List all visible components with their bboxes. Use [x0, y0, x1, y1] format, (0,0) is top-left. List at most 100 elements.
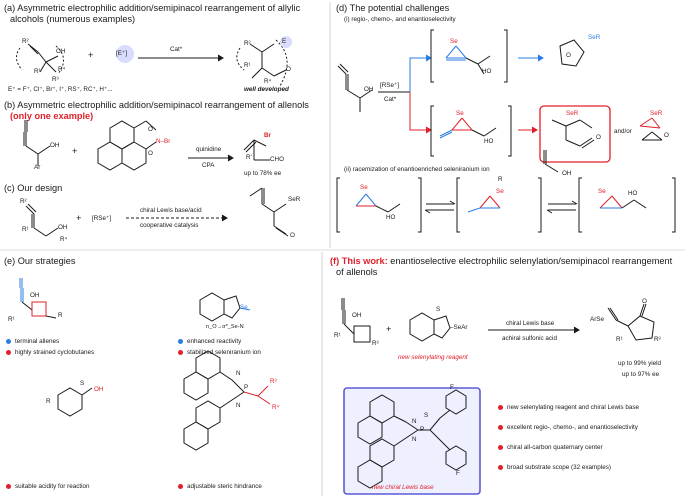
panel-f-cond-1: chiral Lewis base — [506, 320, 555, 327]
panel-c-catalysis-1: chiral Lewis base/acid — [140, 207, 202, 214]
panel-c-r4: R⁴ — [60, 236, 68, 243]
panel-e-n1: N — [236, 370, 241, 377]
panel-e-p: P — [244, 384, 249, 391]
panel-b-rprime: R' — [246, 154, 252, 161]
panel-c-catalysis-2: cooperative catalysis — [140, 222, 199, 229]
panel-f-prod-r3: R³ — [654, 336, 661, 343]
panel-a-plus: + — [88, 50, 94, 60]
panel-a-catalyst: Cat* — [170, 46, 183, 53]
panel-b-br: Br — [264, 132, 271, 139]
panel-c-plus: + — [76, 213, 82, 223]
panel-d-oh: OH — [364, 86, 374, 93]
panel-d-ho-ii-3: HO — [628, 190, 638, 197]
bullet-dot-red — [178, 483, 183, 489]
panel-b-reagent2: CPA — [202, 162, 215, 169]
panel-a-e-label: E — [282, 38, 287, 45]
panel-f-lb-f-bottom: F — [456, 470, 460, 477]
panel-e-bullet-steric: adjustable steric hindrance — [178, 483, 262, 491]
panel-b-title-red: (only one example) — [10, 111, 94, 121]
panel-a-title: (a) Asymmetric electrophilic addition/se… — [4, 3, 301, 13]
panel-b-reagent1: quinidine — [196, 146, 222, 153]
panel-d-r-ii-2: R — [498, 176, 503, 183]
panel-f-lb-n1: N — [412, 418, 417, 425]
bullet-dot-blue — [178, 338, 183, 344]
panel-f-lb-n2: N — [412, 436, 417, 443]
panel-d-ser-box: SeR — [566, 110, 579, 117]
panel-c-r2: R² — [20, 198, 27, 205]
bullet-dot-red — [6, 483, 11, 489]
panel-e-n2: N — [236, 402, 241, 409]
panel-f-prod-r1: R¹ — [616, 336, 623, 343]
panel-b-o2: O — [148, 150, 153, 157]
panel-b-ee: up to 78% ee — [244, 170, 282, 177]
panel-e-r-acid: R — [46, 398, 51, 405]
bullet-dot-red — [178, 349, 183, 355]
panel-f-ee: up to 97% ee — [622, 371, 660, 378]
panel-b-plus: + — [72, 146, 78, 156]
panel-f-title: (f) This work: enantioselective electrop… — [330, 256, 673, 266]
panel-a-reagent: [E⁺] — [116, 50, 128, 57]
panel-e-oh: OH — [30, 292, 40, 299]
panel-a-result: well developed — [244, 86, 289, 93]
panel-f-yield: up to 99% yield — [618, 360, 662, 367]
panel-a-prod-r4: R⁴ — [264, 78, 272, 85]
panel-e-bullet-seleniranium: stabilized seleniranium ion — [178, 349, 261, 357]
panel-f-title-line2: of allenols — [336, 267, 378, 277]
panel-a-title-line2: alcohols (numerous examples) — [10, 14, 136, 24]
panel-d-ser-epoxide: SeR — [650, 110, 663, 117]
panel-f-bullet-1: new selenylating reagent and chiral Lewi… — [498, 404, 639, 412]
panel-d-oh-ii: OH — [562, 170, 572, 177]
panel-d-se-ii-2: Se — [496, 188, 504, 195]
panel-f-cond-2: achiral sulfonic acid — [502, 335, 557, 342]
panel-d-o-box: O — [596, 134, 601, 141]
panel-a-r3: R³ — [52, 76, 59, 83]
panel-f-r1: R¹ — [334, 332, 341, 339]
panel-c-oh: OH — [58, 224, 68, 231]
panel-f-oh: OH — [352, 312, 362, 319]
panel-e-so3h: OH — [94, 386, 104, 393]
panel-b-o1: O — [148, 126, 153, 133]
panel-b-title: (b) Asymmetric electrophilic addition/se… — [4, 100, 309, 110]
panel-c-reagent: [RSe⁺] — [92, 215, 112, 222]
panel-e-bullet-terminal-allenes: terminal allenes — [6, 338, 59, 346]
panel-d-se-ii-3: Se — [598, 188, 606, 195]
panel-d-se-ii-1: Se — [360, 184, 368, 191]
panel-c-r1: R¹ — [22, 226, 29, 233]
panel-f-arse: ArSe — [590, 316, 604, 323]
panel-d-ser-top: SeR — [588, 34, 601, 41]
panel-f-lb-p: P — [420, 426, 425, 433]
panel-f-bullet-4: broad substrate scope (32 examples) — [498, 464, 611, 472]
panel-d-andor: and/or — [614, 128, 632, 135]
panel-f-bullet-3: chiral all-carbon quaternary center — [498, 444, 603, 452]
bullet-dot-red — [498, 404, 503, 410]
panel-d-o-epoxide: O — [664, 132, 669, 139]
panel-f-lb-f-top: F — [450, 384, 454, 391]
panel-f-r3: R³ — [372, 340, 379, 347]
panel-e-bullet-acidity: suitable acidity for reaction — [6, 483, 90, 491]
panel-e-r1: R¹ — [8, 316, 15, 323]
panel-e-r4: R⁴ — [272, 404, 280, 411]
panel-f-lb-s: S — [424, 412, 429, 419]
panel-a-electrophiles: E⁺ = F⁺, Cl⁺, Br⁺, I⁺, RS⁺, RC⁺, H⁺... — [8, 86, 113, 93]
panel-f-reagent-s: S — [436, 306, 441, 313]
panel-d-se-top: Se — [450, 38, 458, 45]
panel-d-ho-bottom: HO — [484, 138, 494, 145]
panel-a-r4: R⁴ — [58, 66, 66, 73]
panel-a-r1: R¹ — [34, 68, 41, 75]
bullet-dot-red — [498, 424, 503, 430]
panel-f-plus: + — [386, 324, 392, 334]
panel-d-sub1: (i) regio-, chemo-, and enantioselectivi… — [344, 16, 456, 23]
panel-c-o: O — [290, 232, 295, 239]
panel-e-se-label: Se — [240, 304, 248, 311]
panel-d-sub2: (ii) racemization of enantioenriched sel… — [344, 166, 490, 173]
panel-d-se-bottom: Se — [456, 110, 464, 117]
panel-d-ho-ii-1: HO — [386, 214, 396, 221]
panel-e-bullet-reactivity: enhanced reactivity — [178, 338, 241, 346]
panel-e-r: R — [58, 312, 63, 319]
panel-e-s: S — [80, 380, 85, 387]
panel-a-oh: OH — [56, 48, 66, 55]
panel-d-reagent: [RSe⁺] — [380, 82, 400, 89]
panel-e-title: (e) Our strategies — [4, 256, 76, 266]
panel-f-title-highlight: (f) This work: — [330, 256, 388, 266]
